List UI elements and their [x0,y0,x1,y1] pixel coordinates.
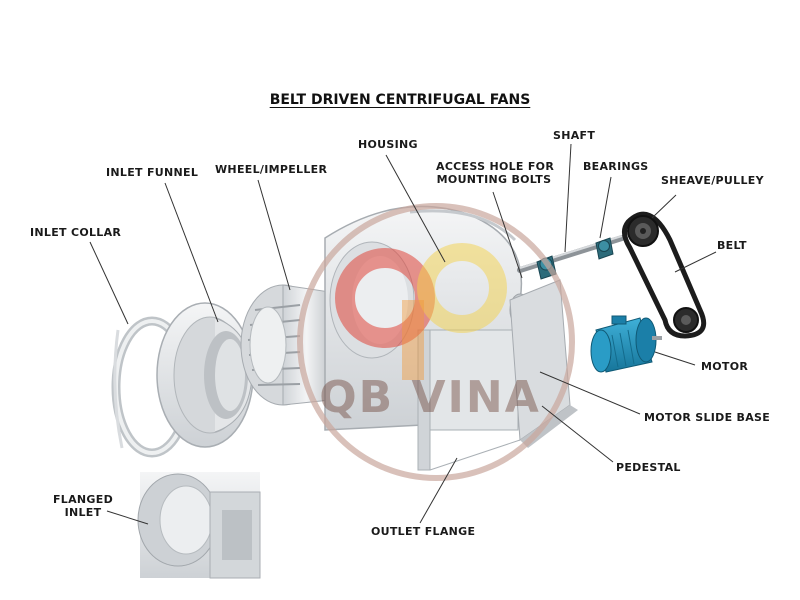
label-outlet-flange: OUTLET FLANGE [371,525,476,538]
bearings-shape [536,237,614,280]
label-inlet-collar: INLET COLLAR [30,226,122,239]
label-access-hole-line2: MOUNTING BOLTS [436,173,552,186]
label-wheel-impeller: WHEEL/IMPELLER [215,163,328,176]
label-access-hole: ACCESS HOLE FOR MOUNTING BOLTS [436,160,555,186]
leader-lines [89,143,717,525]
belt-and-pulley-shape [622,211,707,339]
label-bearings: BEARINGS [583,160,649,173]
inlet-funnel-shape [156,302,254,448]
flanged-inlet-inset [137,472,261,579]
label-motor: MOTOR [701,360,749,373]
label-sheave-pulley: SHEAVE/PULLEY [661,174,764,187]
motor-shape [590,315,662,373]
label-access-hole-line1: ACCESS HOLE FOR [436,160,555,173]
label-flanged-inlet-line1: FLANGED [52,493,114,506]
label-flanged-inlet: FLANGED INLET [52,493,114,519]
diagram-title: BELT DRIVEN CENTRIFUGAL FANS [269,92,531,108]
label-motor-slide-base: MOTOR SLIDE BASE [644,411,771,424]
label-housing: HOUSING [358,138,418,151]
label-belt: BELT [717,239,747,252]
label-flanged-inlet-line2: INLET [64,506,102,519]
watermark-logo [297,203,575,481]
label-inlet-funnel: INLET FUNNEL [106,166,199,179]
label-pedestal: PEDESTAL [616,461,681,474]
watermark-text: QB VINA [319,372,541,423]
label-shaft: SHAFT [553,129,596,142]
